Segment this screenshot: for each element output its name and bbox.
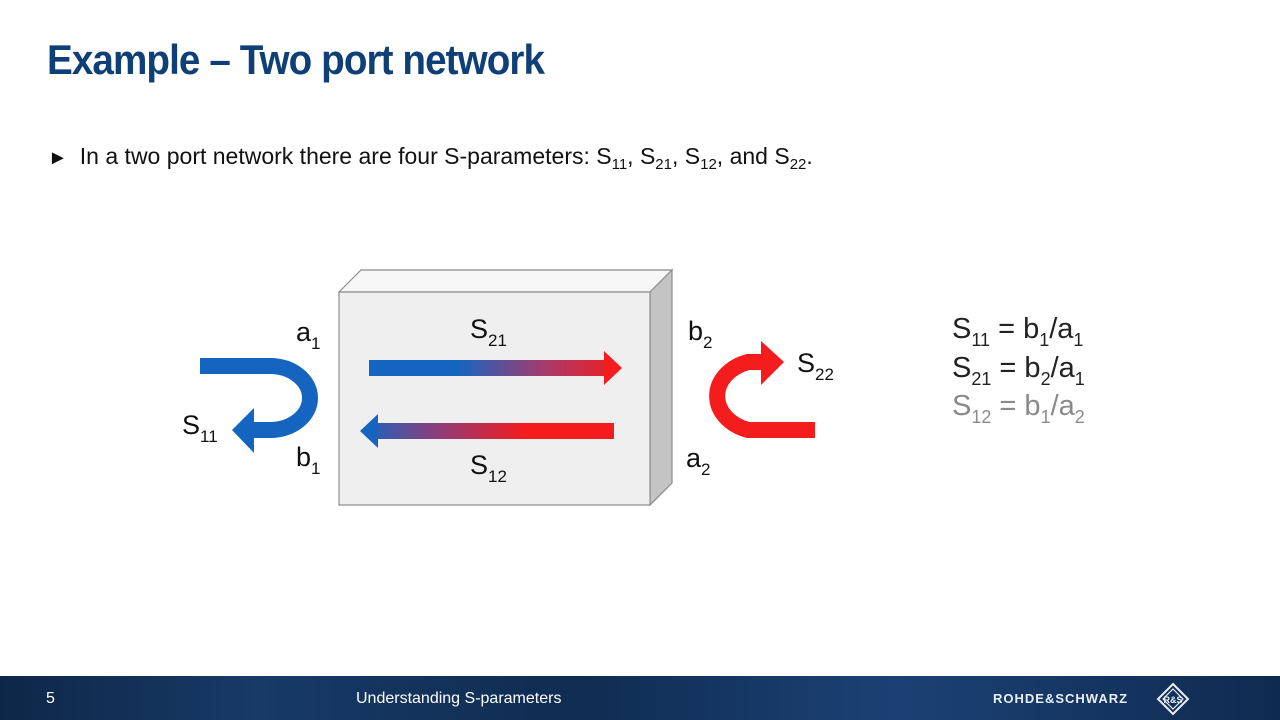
bullet-text-suffix: . xyxy=(806,143,813,169)
equation-s21: S21 = b2/a1 xyxy=(952,352,1085,389)
label-a2: a2 xyxy=(686,443,711,479)
network-box xyxy=(337,268,674,507)
label-b2: b2 xyxy=(688,316,713,352)
two-port-diagram: a1 b1 b2 a2 S11 S21 S12 S22 S11 = b1/a1 … xyxy=(182,268,1085,507)
bullet-sep-3: , and S xyxy=(716,143,790,169)
bullet-s22-sub: 22 xyxy=(789,156,807,173)
bullet-text-prefix: In a two port network there are four S-p… xyxy=(79,143,612,169)
bullet-marker-icon: ► xyxy=(48,147,68,169)
svg-text:R&S: R&S xyxy=(1163,695,1182,705)
footer-bar: 5 Understanding S-parameters ROHDE&SCHWA… xyxy=(0,676,1280,720)
equation-s11: S11 = b1/a1 xyxy=(952,313,1083,350)
forward-arrow-icon xyxy=(369,351,622,385)
s22-reflection-arrow-icon xyxy=(709,341,815,438)
equation-s12: S12 = b1/a2 xyxy=(952,390,1085,427)
slide-title: Example – Two port network xyxy=(47,36,545,83)
bullet-point: ► In a two port network there are four S-… xyxy=(48,143,813,173)
box-side-face xyxy=(649,268,673,507)
box-front-face xyxy=(338,291,651,506)
brand-wordmark: ROHDE&SCHWARZ xyxy=(993,691,1129,706)
label-s12: S12 xyxy=(470,450,507,486)
footer-title: Understanding S-parameters xyxy=(356,690,562,707)
page-number: 5 xyxy=(46,690,55,707)
rohde-schwarz-logo-icon: R&S xyxy=(1156,682,1190,716)
label-a1: a1 xyxy=(296,317,321,353)
box-top-face xyxy=(337,269,674,293)
label-s21: S21 xyxy=(470,314,507,350)
bullet-sep-2: , S xyxy=(671,143,701,169)
label-s22: S22 xyxy=(797,348,834,384)
bullet-s21-sub: 21 xyxy=(655,156,672,173)
bullet-s11-sub: 11 xyxy=(611,156,628,173)
bullet-sep-1: , S xyxy=(627,143,656,169)
bullet-s12-sub: 12 xyxy=(700,156,717,173)
label-s11: S11 xyxy=(182,410,218,446)
s11-reflection-arrow-icon xyxy=(200,358,318,453)
label-b1: b1 xyxy=(296,442,321,478)
reverse-arrow-icon xyxy=(360,414,614,448)
